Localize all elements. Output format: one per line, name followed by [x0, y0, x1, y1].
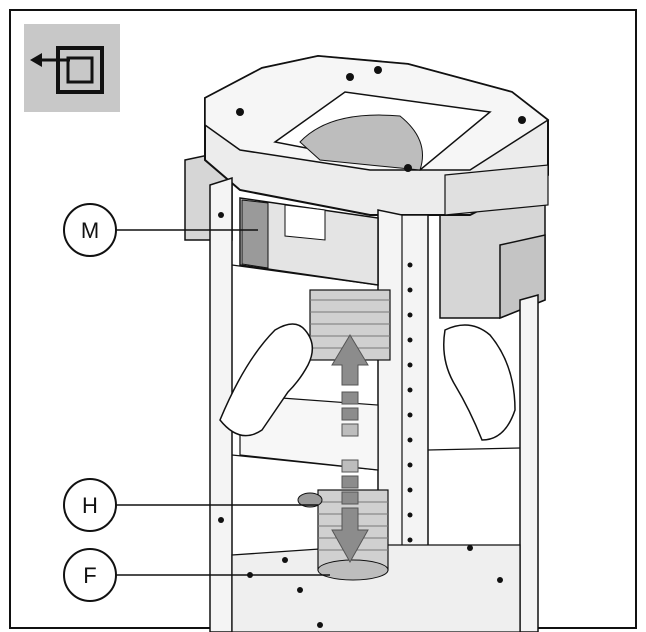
double-headed-vertical-arrow-icon: [331, 334, 369, 564]
callout-h: H: [63, 478, 318, 532]
right-hand: [443, 324, 516, 441]
callout-m: M: [63, 203, 258, 257]
top-mounting-plate: [204, 54, 550, 216]
fan-box: [239, 197, 379, 286]
callout-f: F: [63, 548, 330, 602]
callout-m-label: M: [81, 218, 99, 243]
frame-column-right: [519, 294, 539, 632]
left-hand: [219, 323, 314, 437]
callout-f-label: F: [83, 563, 96, 588]
remove-from-frame-icon: [24, 24, 120, 112]
callout-h-label: H: [82, 493, 98, 518]
frame-column-left: [209, 176, 233, 632]
base-screws: [247, 545, 503, 628]
